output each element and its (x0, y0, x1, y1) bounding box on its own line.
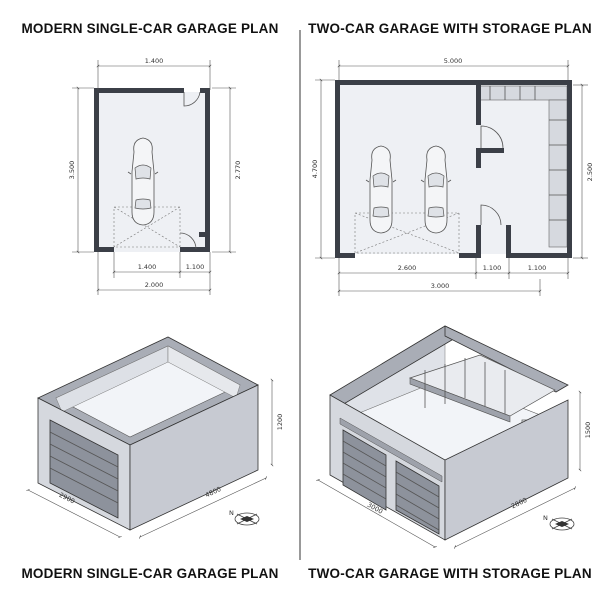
double-bottom-b-dim: 1.100 (483, 264, 502, 272)
single-garage-plan: 1.400 3.500 2.770 1.400 1.100 2.000 (68, 57, 242, 295)
compass-icon (549, 517, 575, 531)
double-top-dim: 5.000 (444, 57, 463, 65)
compass-north-label: N (229, 509, 234, 517)
single-right-dim: 2.770 (234, 161, 242, 180)
double-garage-iso-title: TWO-CAR GARAGE WITH STORAGE PLAN (308, 566, 592, 581)
double-garage-iso: 1500 3000 2800 N (316, 325, 592, 549)
single-garage-plan-title: MODERN SINGLE-CAR GARAGE PLAN (21, 21, 279, 36)
single-iso-height-dim: 1200 (276, 414, 284, 431)
double-right-dim: 2.500 (586, 163, 594, 182)
compass-north-label: N (543, 514, 548, 522)
double-left-dim: 4.700 (311, 160, 319, 179)
double-bottom-a-dim: 2.600 (398, 264, 417, 272)
single-top-dim: 1.400 (145, 57, 164, 65)
double-bottom-c-dim: 1.100 (528, 264, 547, 272)
double-garage-plan-title: TWO-CAR GARAGE WITH STORAGE PLAN (308, 21, 592, 36)
double-garage-plan: 5.000 4.700 2.500 2.600 1.100 1.100 3.00… (311, 57, 594, 296)
single-garage-iso: 1200 2900 4800 N (26, 336, 284, 539)
single-left-dim: 3.500 (68, 161, 76, 180)
single-bottom-b-dim: 1.100 (186, 263, 205, 271)
single-garage-iso-title: MODERN SINGLE-CAR GARAGE PLAN (21, 566, 279, 581)
double-bottom-total-dim: 3.000 (431, 282, 450, 290)
single-bottom-a-dim: 1.400 (138, 263, 157, 271)
compass-icon (234, 512, 260, 526)
single-bottom-total-dim: 2.000 (145, 281, 164, 289)
double-iso-height-dim: 1500 (584, 422, 592, 439)
